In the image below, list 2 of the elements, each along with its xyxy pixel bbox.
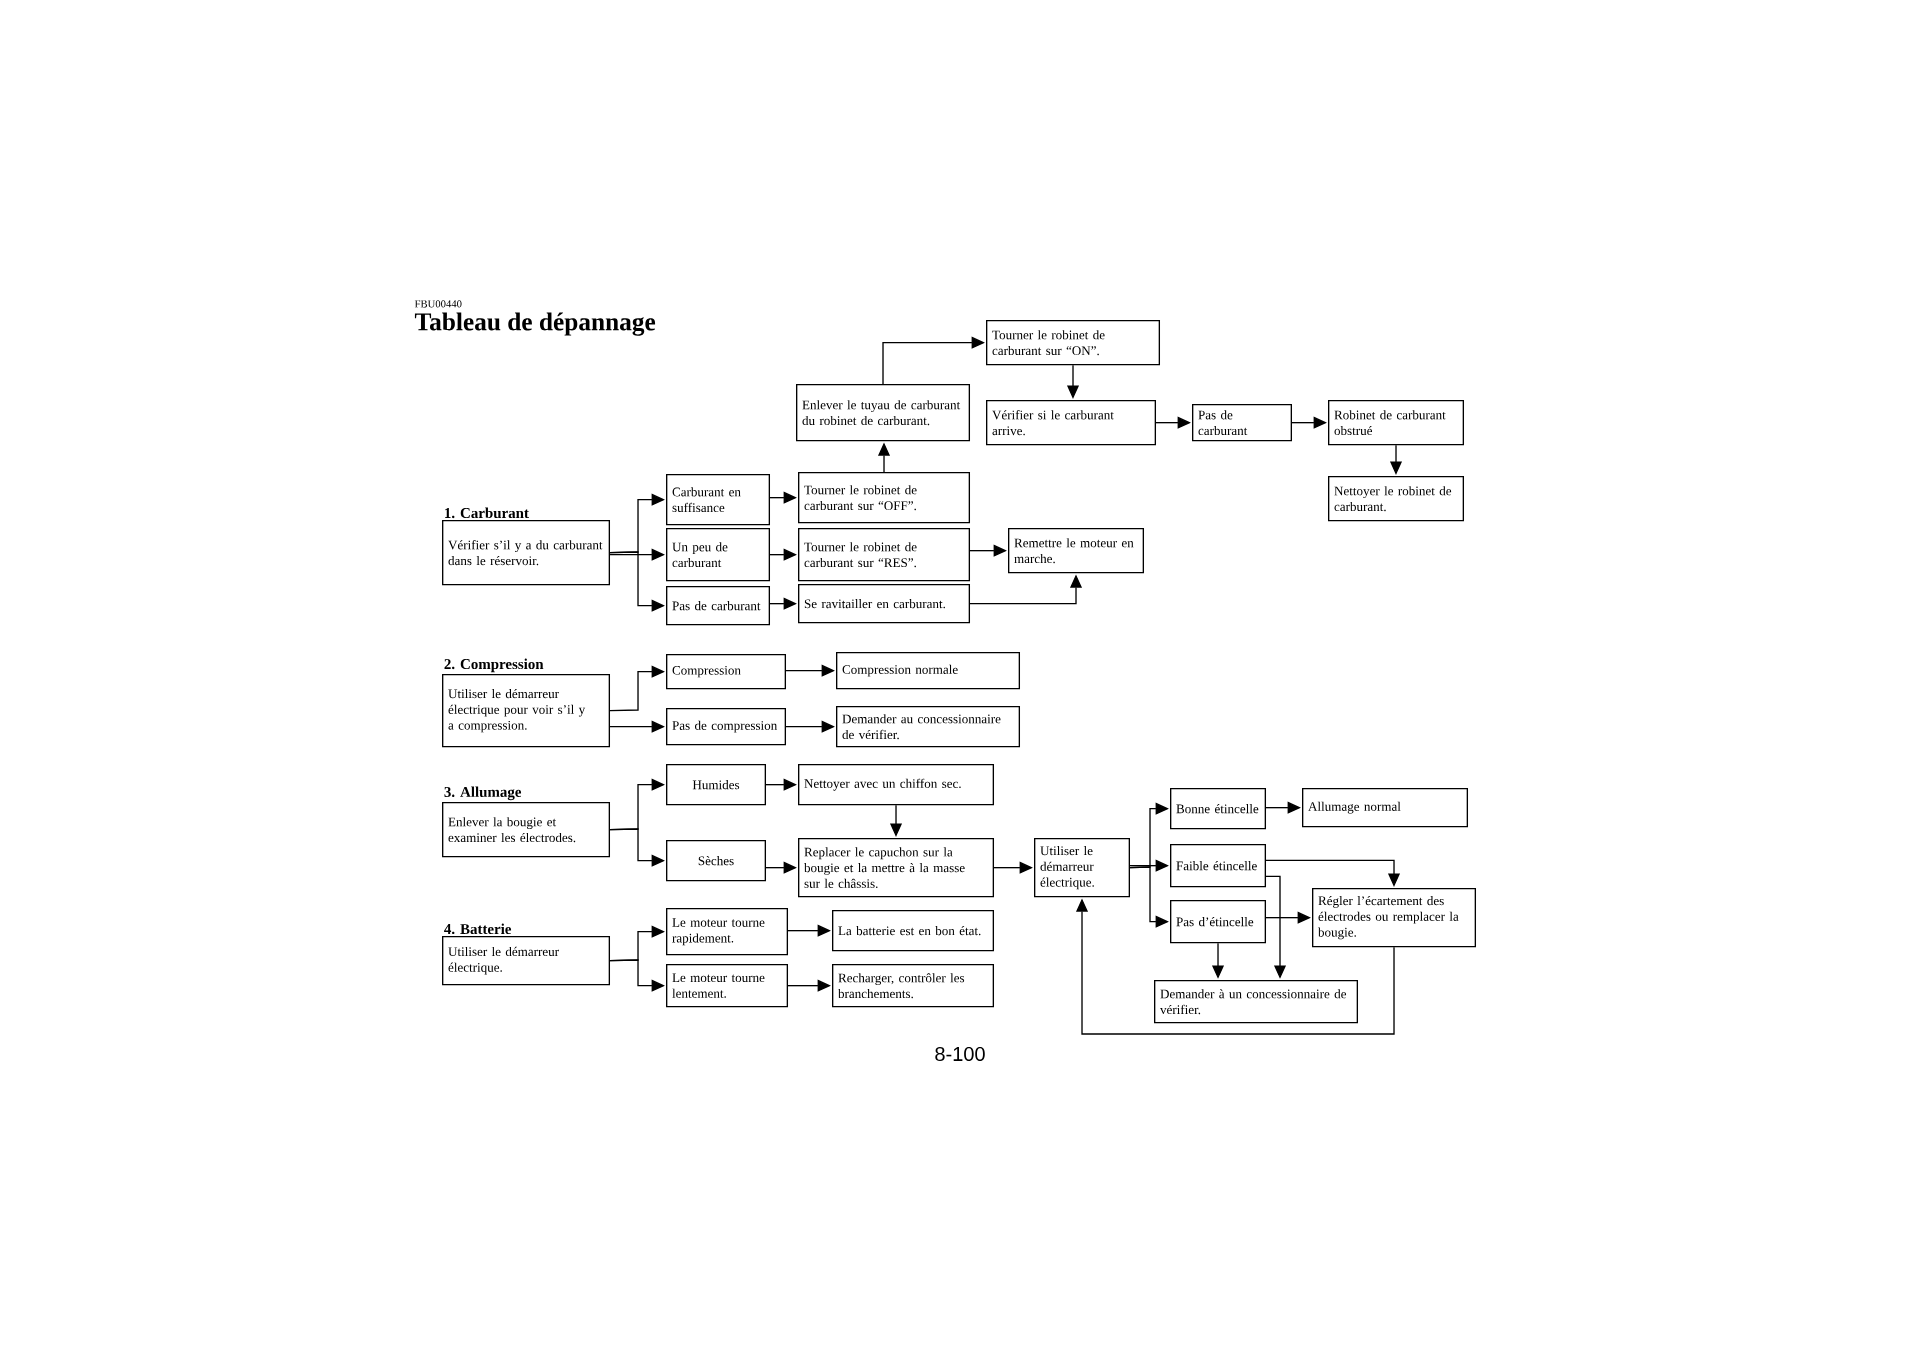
page-title: Tableau de dépannage xyxy=(414,312,656,336)
page-number: 8-100 xyxy=(935,1046,985,1062)
